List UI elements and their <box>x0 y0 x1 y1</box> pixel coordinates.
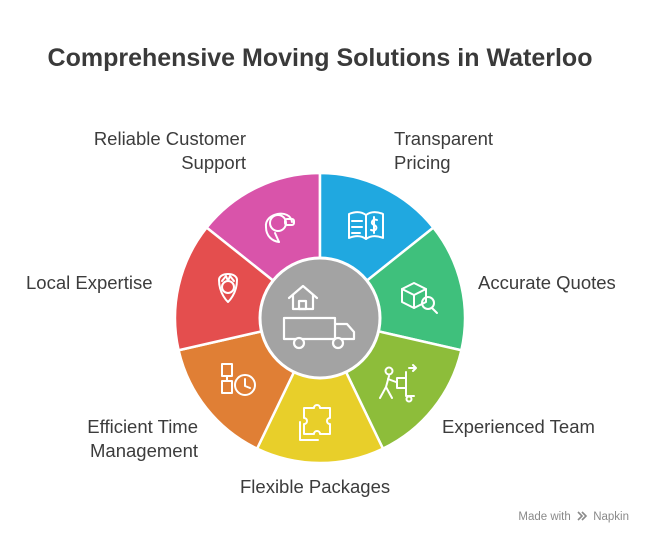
mover-dolly-icon <box>379 364 417 403</box>
label-line: Management <box>90 440 198 461</box>
label-line: Efficient Time <box>87 416 198 437</box>
schedule-clock-icon <box>221 363 256 396</box>
label-line: Transparent <box>394 128 494 149</box>
puzzle-packages-icon <box>299 404 331 441</box>
label-line: Pricing <box>394 152 451 173</box>
label-reliable-customer-support: Reliable Customer Support <box>94 127 246 175</box>
made-with-text: Made with <box>518 511 571 523</box>
location-badge-icon <box>218 273 238 303</box>
label-line: Reliable Customer <box>93 128 246 149</box>
label-line: Support <box>181 152 246 173</box>
made-with-napkin: Made with Napkin <box>518 511 629 523</box>
label-flexible-packages: Flexible Packages <box>240 476 391 497</box>
label-efficient-time-management: Efficient Time Management <box>87 415 198 463</box>
headset-agent-icon <box>264 212 295 243</box>
label-transparent-pricing: Transparent Pricing <box>394 127 493 175</box>
napkin-logo-icon <box>577 511 588 521</box>
price-book-icon <box>348 211 384 240</box>
house-moving-truck-icon <box>282 284 356 350</box>
page-title: Comprehensive Moving Solutions in Waterl… <box>47 44 593 72</box>
label-local-expertise: Local Expertise <box>26 272 153 293</box>
label-accurate-quotes: Accurate Quotes <box>478 272 616 293</box>
box-magnifier-icon <box>401 282 438 314</box>
napkin-brand-text: Napkin <box>593 511 629 523</box>
label-experienced-team: Experienced Team <box>442 416 595 437</box>
